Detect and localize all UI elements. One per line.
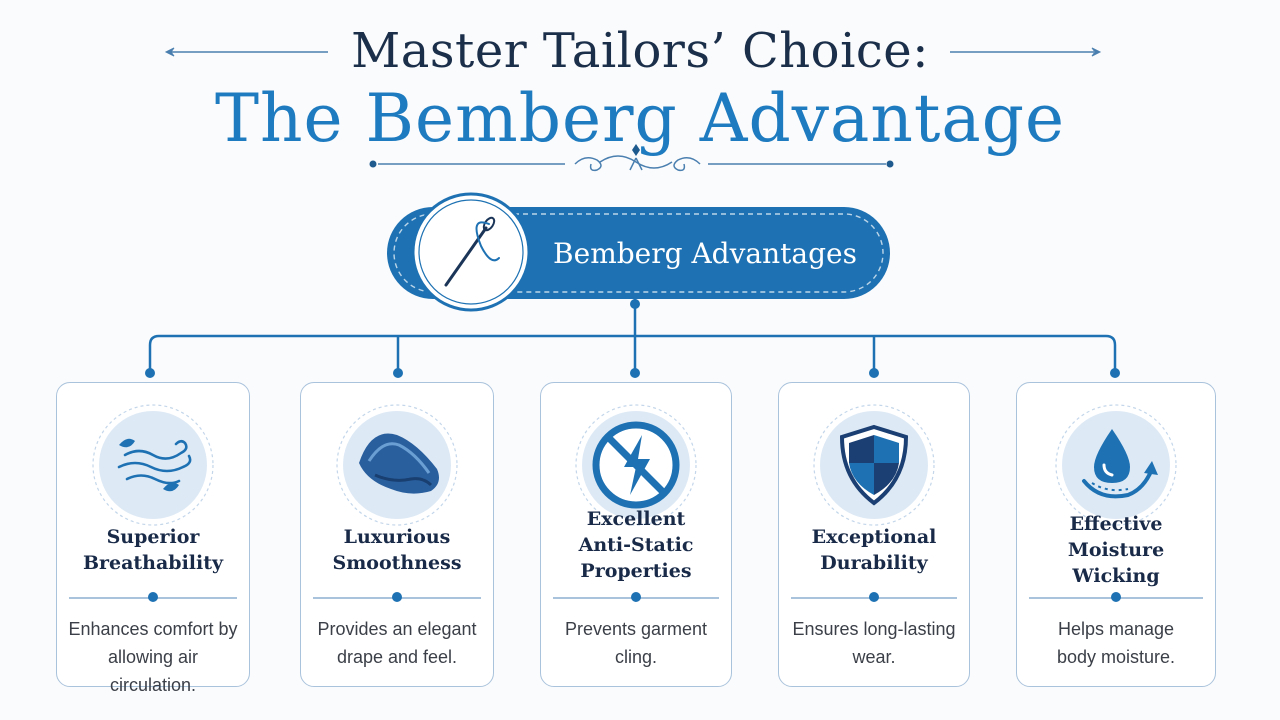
card-divider-dot: [392, 592, 402, 602]
silk-fabric-icon: [335, 403, 459, 527]
hub-label: Bemberg Advantages: [553, 237, 857, 270]
card-divider-dot: [148, 592, 158, 602]
hub-node: [387, 192, 890, 312]
bottom-ornament: [369, 144, 894, 172]
title-line-2: The Bemberg Advantage: [214, 80, 1066, 157]
wind-icon: [91, 403, 215, 527]
connector-lines: [148, 298, 1117, 373]
no-static-icon: [574, 403, 698, 527]
top-ornament: [164, 47, 1102, 57]
connector-dots: [145, 299, 1120, 378]
needle-thread-icon: [444, 216, 500, 287]
card-divider-dot: [869, 592, 879, 602]
water-drop-icon: [1054, 403, 1178, 527]
shield-icon: [812, 403, 936, 527]
card-divider-dot: [631, 592, 641, 602]
card-divider-dot: [1111, 592, 1121, 602]
title-line-1: Master Tailors’ Choice:: [351, 23, 929, 79]
